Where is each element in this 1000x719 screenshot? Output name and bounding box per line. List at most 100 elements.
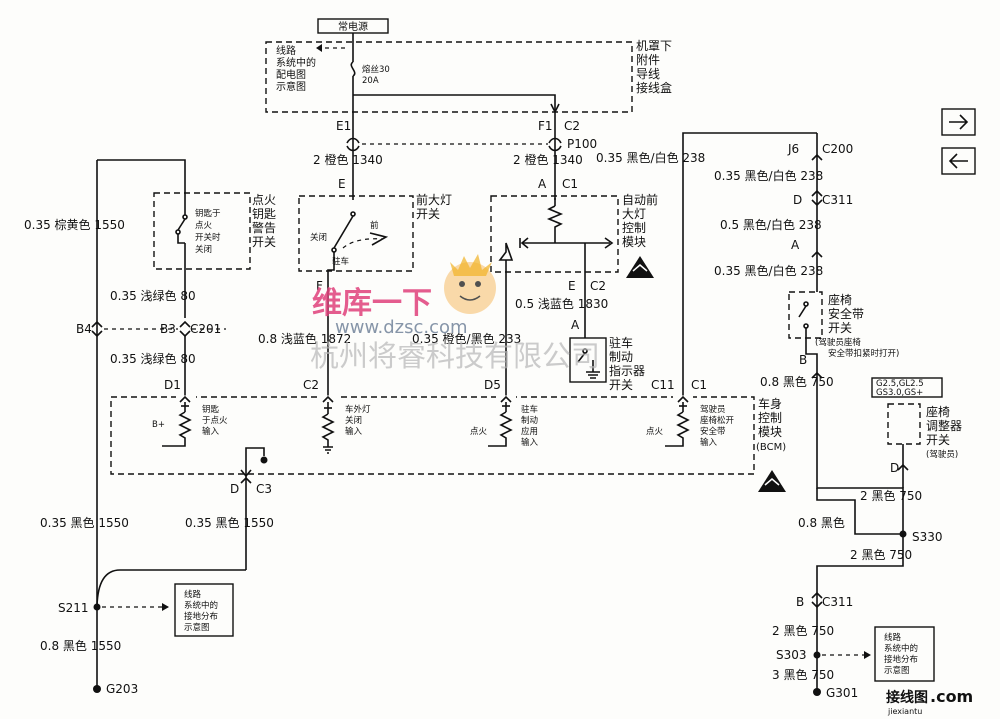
svg-text:关闭: 关闭 xyxy=(345,415,362,426)
wire-750-b: 2 黑色 750 xyxy=(860,489,922,503)
conn-g301: G301 xyxy=(826,686,858,700)
watermark-brand: 维库一下 xyxy=(312,286,432,321)
conn-a-seat: A xyxy=(791,238,800,252)
park-brake-label: 驻车 制动 指示器 开关 xyxy=(609,335,645,392)
conn-g203: G203 xyxy=(106,682,138,696)
esd-warning-icon-bcm xyxy=(758,470,786,492)
svg-text:B+: B+ xyxy=(152,420,165,430)
svg-text:自动前: 自动前 xyxy=(622,192,658,207)
conn-b-seat: B xyxy=(799,353,807,367)
svg-text:开关时: 开关时 xyxy=(195,232,221,243)
conn-c1-bcm: C1 xyxy=(691,378,707,392)
svg-text:线路: 线路 xyxy=(884,632,902,643)
previous-page-button[interactable] xyxy=(941,147,976,175)
svg-text:前大灯: 前大灯 xyxy=(416,192,452,207)
svg-text:钥匙: 钥匙 xyxy=(202,404,220,415)
wire-238-d: 0.35 黑色/白色 238 xyxy=(714,263,823,278)
svg-text:(驾驶员座椅: (驾驶员座椅 xyxy=(815,337,861,348)
distribution-ref: 线路 系统中的 配电图 示意图 xyxy=(276,44,316,93)
wire-238-top: 0.35 黑色/白色 238 xyxy=(596,150,705,165)
conn-c311: C311 xyxy=(822,193,853,207)
svg-text:输入: 输入 xyxy=(521,437,539,448)
ignition-key-warning-switch xyxy=(153,192,251,270)
svg-text:前: 前 xyxy=(370,220,379,231)
splice-s211 xyxy=(93,603,101,611)
bcm-input-exterior-lamps: 车外灯 关闭 输入 xyxy=(321,395,371,454)
next-page-button[interactable] xyxy=(941,108,976,136)
svg-text:(BCM): (BCM) xyxy=(756,442,786,453)
wire-1830: 0.5 浅蓝色 1830 xyxy=(515,297,608,311)
svg-text:开关: 开关 xyxy=(416,207,440,221)
conn-f-hl: F xyxy=(316,279,323,293)
conn-e-hl: E xyxy=(338,177,346,191)
svg-text:系统中的: 系统中的 xyxy=(884,643,918,654)
svg-text:钥匙于: 钥匙于 xyxy=(195,208,221,219)
seatbelt-switch-label: 座椅 安全带 开关 (驾驶员座椅 安全带扣紧时打开) xyxy=(815,292,899,359)
svg-text:调整器: 调整器 xyxy=(926,418,962,433)
svg-text:座椅: 座椅 xyxy=(926,404,950,419)
svg-text:输入: 输入 xyxy=(700,437,718,448)
wire-233: 0.35 橙色/黑色 233 xyxy=(412,331,521,346)
conn-c201: C201 xyxy=(190,322,221,336)
wire-1340-left: 2 橙色 1340 xyxy=(313,152,383,167)
wire-1340-right: 2 橙色 1340 xyxy=(513,152,583,167)
wire-750-d: 2 黑色 750 xyxy=(850,548,912,562)
conn-p100: P100 xyxy=(567,137,597,151)
conn-d5: D5 xyxy=(484,378,501,392)
wire-1872: 0.8 浅蓝色 1872 xyxy=(258,332,351,346)
svg-text:接线盒: 接线盒 xyxy=(636,80,672,95)
svg-text:关闭: 关闭 xyxy=(195,244,212,255)
headlamp-switch xyxy=(298,195,414,272)
svg-text:接地分布: 接地分布 xyxy=(884,654,918,665)
svg-text:点火: 点火 xyxy=(646,427,664,437)
svg-text:安全带: 安全带 xyxy=(700,426,726,437)
wire-750-e: 2 黑色 750 xyxy=(772,624,834,638)
svg-text:系统中的: 系统中的 xyxy=(276,56,316,69)
wire-80-lower: 0.35 浅绿色 80 xyxy=(110,351,196,366)
bcm-input-park-brake: 点火 驻车 制动 应用 输入 xyxy=(470,395,539,448)
svg-text:开关: 开关 xyxy=(252,235,276,249)
park-brake-switch xyxy=(569,337,607,383)
auto-headlamp-circuit xyxy=(498,198,614,398)
svg-text:配电图: 配电图 xyxy=(276,68,306,81)
conn-c2-auto: C2 xyxy=(590,279,606,293)
body-control-module xyxy=(110,396,755,475)
arrow-left-icon xyxy=(948,153,968,169)
svg-text:机罩下: 机罩下 xyxy=(636,39,672,53)
conn-c2-bcm: C2 xyxy=(303,378,319,392)
svg-text:座椅松开: 座椅松开 xyxy=(700,415,735,426)
conn-c11: C11 xyxy=(651,378,675,392)
fuse-30: 熔丝30 20A xyxy=(350,42,390,112)
watermark-site: 接线图 .com jiexiantu xyxy=(886,687,973,716)
wire-238-c: 0.5 黑色/白色 238 xyxy=(720,217,822,232)
ground-dist-ref-left xyxy=(174,583,234,637)
wire-1550-tan: 0.35 棕黄色 1550 xyxy=(24,217,125,232)
svg-text:座椅: 座椅 xyxy=(828,292,852,307)
svg-text:点火: 点火 xyxy=(252,193,276,207)
svg-text:模块: 模块 xyxy=(622,235,646,249)
conn-d1: D1 xyxy=(164,378,181,392)
svg-text:熔丝30: 熔丝30 xyxy=(362,64,390,75)
svg-text:输入: 输入 xyxy=(345,426,363,437)
bcm-input-key-ignition: B+ 钥匙 于点火 输入 xyxy=(152,395,228,447)
svg-text:驾驶员: 驾驶员 xyxy=(700,404,726,415)
svg-text:示意图: 示意图 xyxy=(276,80,306,93)
conn-c2-top: C2 xyxy=(564,119,580,133)
wire-1550-bottom: 0.8 黑色 1550 xyxy=(40,639,121,653)
svg-text:示意图: 示意图 xyxy=(184,622,210,633)
svg-text:示意图: 示意图 xyxy=(884,665,910,676)
watermark-company: 杭州将睿科技有限公司 xyxy=(310,339,600,373)
wire-750-a: 0.8 黑色 750 xyxy=(760,375,834,389)
seat-adjuster-label: 座椅 调整器 开关 (驾驶员) xyxy=(926,404,962,460)
option-code-1: G2.5,GL2.5 xyxy=(876,379,924,389)
svg-text:20A: 20A xyxy=(362,76,379,86)
conn-e-c2: E xyxy=(568,279,576,293)
headlamp-contact: 关闭 前 驻车 xyxy=(310,211,389,267)
ground-g203-icon xyxy=(93,683,101,693)
svg-text:驻车: 驻车 xyxy=(609,335,633,350)
svg-text:大灯: 大灯 xyxy=(622,207,646,221)
svg-text:车身: 车身 xyxy=(758,396,782,411)
svg-text:制动: 制动 xyxy=(521,415,539,426)
conn-c311-low: C311 xyxy=(822,595,853,609)
constant-power-label: 常电源 xyxy=(338,20,368,33)
